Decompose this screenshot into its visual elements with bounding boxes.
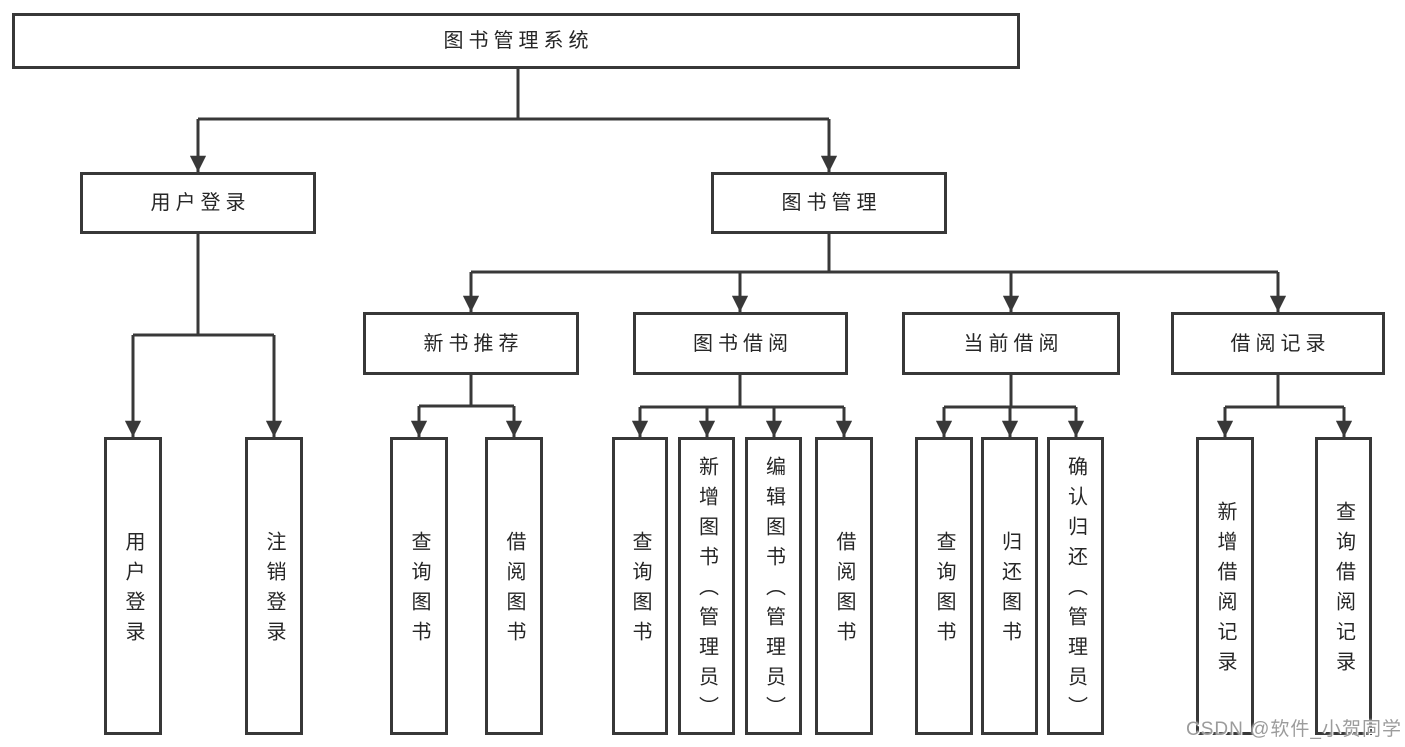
node-label: 查询图书: [933, 531, 955, 651]
node-label: 新书推荐: [423, 332, 524, 355]
node-library-management-system: 图书管理系统: [12, 13, 1020, 69]
node-label: 归还图书: [998, 531, 1021, 651]
node-new-book-recommendation: 新书推荐: [363, 312, 579, 375]
node-query-books-current: 查询图书: [915, 437, 973, 735]
node-label: 编辑图书（管理员）: [762, 456, 785, 726]
node-label: 借阅图书: [503, 531, 525, 651]
node-query-books-recommend: 查询图书: [390, 437, 448, 735]
node-borrow-books-recommend: 借阅图书: [485, 437, 543, 735]
node-query-books-borrowing: 查询图书: [612, 437, 668, 735]
node-query-borrowing-record: 查询借阅记录: [1315, 437, 1372, 735]
node-borrowing-records: 借阅记录: [1171, 312, 1385, 375]
node-logout: 注销登录: [245, 437, 303, 735]
node-current-borrowing: 当前借阅: [902, 312, 1120, 375]
watermark: CSDN @软件_小贺同学: [1186, 719, 1402, 740]
node-label: 图书借阅: [693, 332, 793, 355]
node-label: 图书管理系统: [443, 30, 594, 52]
node-book-management: 图书管理: [711, 172, 947, 234]
node-borrow-books-borrowing: 借阅图书: [815, 437, 873, 735]
node-label: 借阅记录: [1230, 332, 1331, 355]
node-add-borrowing-record: 新增借阅记录: [1196, 437, 1254, 735]
node-label: 查询图书: [408, 531, 430, 651]
node-label: 新增借阅记录: [1214, 501, 1236, 681]
node-edit-books-admin: 编辑图书（管理员）: [745, 437, 802, 735]
node-label: 注销登录: [263, 531, 285, 651]
node-label: 查询图书: [629, 531, 651, 651]
node-label: 图书管理: [781, 192, 882, 214]
node-return-books: 归还图书: [981, 437, 1038, 735]
node-book-borrowing: 图书借阅: [633, 312, 848, 375]
node-label: 用户登录: [150, 192, 251, 214]
node-label: 查询借阅记录: [1332, 501, 1355, 681]
node-user-login-group: 用户登录: [80, 172, 316, 234]
node-user-login: 用户登录: [104, 437, 162, 735]
node-label: 借阅图书: [833, 531, 855, 651]
node-confirm-return-admin: 确认归还（管理员）: [1047, 437, 1104, 735]
node-label: 用户登录: [122, 531, 144, 651]
node-add-books-admin: 新增图书（管理员）: [678, 437, 735, 735]
node-label: 当前借阅: [963, 332, 1064, 355]
node-label: 确认归还（管理员）: [1064, 456, 1087, 726]
node-label: 新增图书（管理员）: [695, 456, 718, 726]
